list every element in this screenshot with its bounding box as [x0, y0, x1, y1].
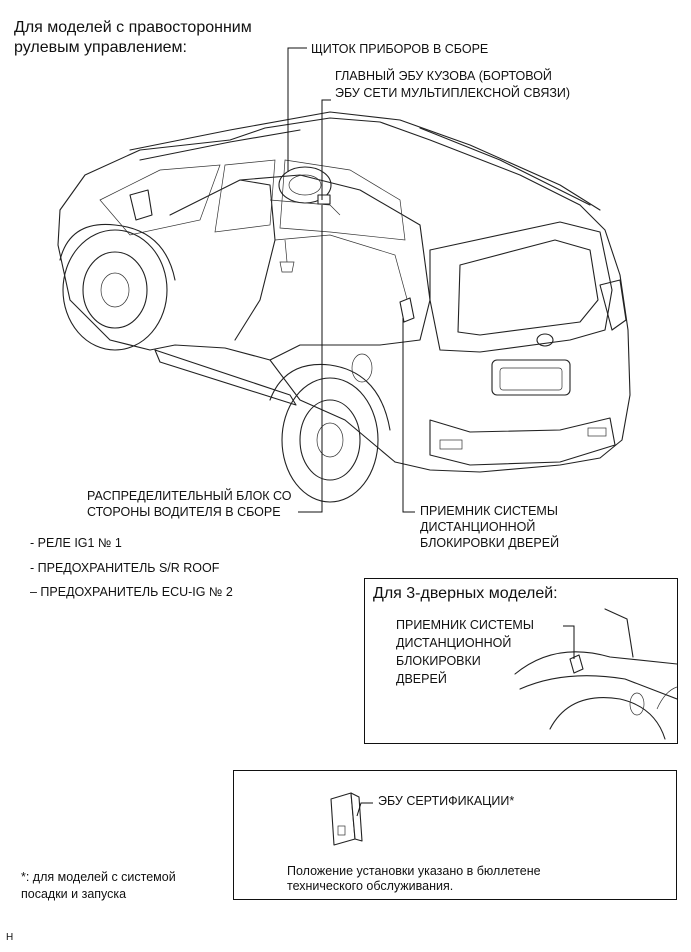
three-door-receiver-line1: ПРИЕМНИК СИСТЕМЫ: [396, 618, 534, 632]
header-line-1: Для моделей с правосторонним: [14, 19, 252, 36]
label-receiver-line3: БЛОКИРОВКИ ДВЕРЕЙ: [420, 536, 560, 550]
label-receiver-line2: ДИСТАНЦИОННОЙ: [420, 520, 536, 534]
cert-note-line2: технического обслуживания.: [287, 879, 454, 893]
label-junction-block-line2: СТОРОНЫ ВОДИТЕЛЯ В СБОРЕ: [87, 505, 281, 519]
cert-ecu-box: ЭБУ СЕРТИФИКАЦИИ* Положение установки ук…: [233, 770, 677, 900]
three-door-receiver-line3: БЛОКИРОВКИ: [396, 654, 481, 668]
three-door-title: Для 3-дверных моделей:: [373, 585, 558, 602]
footnote-line2: посадки и запуска: [21, 887, 127, 901]
junction-item-fuse-sr-roof: - ПРЕДОХРАНИТЕЛЬ S/R ROOF: [30, 561, 220, 575]
three-door-receiver-line4: ДВЕРЕЙ: [396, 672, 447, 686]
junction-item-fuse-ecu-ig: – ПРЕДОХРАНИТЕЛЬ ECU-IG № 2: [30, 585, 233, 599]
cert-ecu-illustration: [330, 792, 373, 846]
three-door-illustration: [514, 608, 677, 740]
footnote-line1: *: для моделей с системой: [21, 870, 176, 884]
cert-ecu-label: ЭБУ СЕРТИФИКАЦИИ*: [378, 794, 515, 808]
three-door-receiver-line2: ДИСТАНЦИОННОЙ: [396, 636, 512, 650]
junction-item-relay: - РЕЛЕ IG1 № 1: [30, 536, 122, 550]
label-junction-block-line1: РАСПРЕДЕЛИТЕЛЬНЫЙ БЛОК СО: [87, 489, 292, 503]
label-main-body-ecu-line2: ЭБУ СЕТИ МУЛЬТИПЛЕКСНОЙ СВЯЗИ): [335, 86, 571, 100]
three-door-box: Для 3-дверных моделей: ПРИЕМНИК СИСТЕМЫ …: [364, 578, 678, 744]
label-combination-meter: ЩИТОК ПРИБОРОВ В СБОРЕ: [311, 42, 489, 56]
cert-note-line1: Положение установки указано в бюллетене: [287, 864, 541, 878]
header-line-2: рулевым управлением:: [14, 39, 187, 56]
corner-mark: H: [6, 932, 14, 943]
label-main-body-ecu-line1: ГЛАВНЫЙ ЭБУ КУЗОВА (БОРТОВОЙ: [335, 69, 552, 83]
label-receiver-line1: ПРИЕМНИК СИСТЕМЫ: [420, 504, 558, 518]
